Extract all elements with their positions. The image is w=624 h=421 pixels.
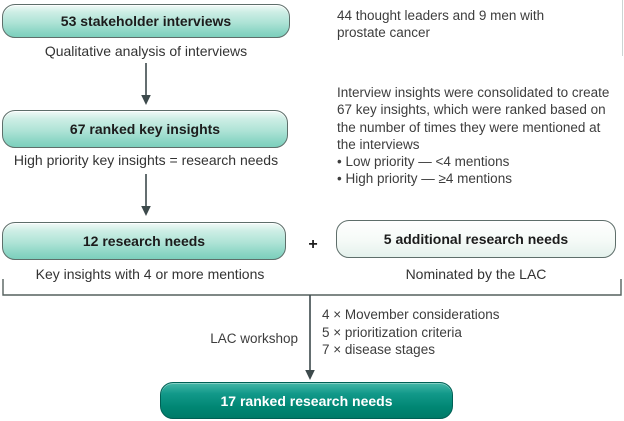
caption-high-priority: High priority key insights = research ne… <box>13 152 279 168</box>
caption-key-insights-mentions: Key insights with 4 or more mentions <box>35 266 265 282</box>
box-stakeholder-interviews-label: 53 stakeholder interviews <box>60 13 232 29</box>
workshop-item-movember: 4 × Movember considerations <box>322 307 500 322</box>
arrow-down-icon <box>305 295 315 380</box>
box-research-needs: 12 research needs <box>2 222 286 260</box>
box-research-needs-label: 12 research needs <box>82 233 206 249</box>
arrow-down-icon <box>141 174 151 216</box>
workshop-item-prioritization: 5 × prioritization criteria <box>322 324 462 340</box>
workshop-criteria-list: 4 × Movember considerations 5 × prioriti… <box>322 306 499 359</box>
note-insight-consolidation: Interview insights were consolidated to … <box>337 84 613 188</box>
box-additional-research-needs: 5 additional research needs <box>336 220 616 258</box>
note-insight-consolidation-text: Interview insights were consolidated to … <box>337 85 610 152</box>
figure-edge-line <box>622 0 623 56</box>
note-bullet-low-priority: • Low priority — <4 mentions <box>337 154 510 170</box>
arrow-down-icon <box>141 63 151 105</box>
box-stakeholder-interviews: 53 stakeholder interviews <box>2 4 290 38</box>
lac-workshop-label: LAC workshop <box>210 331 298 346</box>
box-ranked-key-insights: 67 ranked key insights <box>2 110 288 148</box>
box-ranked-key-insights-label: 67 ranked key insights <box>69 121 221 137</box>
caption-nominated-by-lac: Nominated by the LAC <box>405 266 547 282</box>
caption-qualitative-analysis: Qualitative analysis of interviews <box>44 43 248 59</box>
plus-sign: + <box>308 236 318 253</box>
workshop-item-disease-stages: 7 × disease stages <box>322 342 435 357</box>
box-ranked-research-needs-label: 17 ranked research needs <box>220 392 393 409</box>
box-additional-research-needs-label: 5 additional research needs <box>383 231 569 247</box>
box-ranked-research-needs: 17 ranked research needs <box>160 382 453 419</box>
note-bullet-high-priority: • High priority — ≥4 mentions <box>337 171 512 187</box>
note-interview-participants: 44 thought leaders and 9 men with prosta… <box>337 8 545 41</box>
